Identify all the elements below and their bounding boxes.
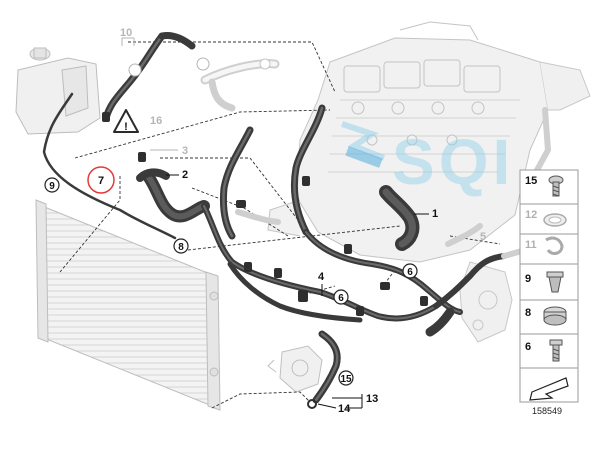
legend-item-15: 15: [525, 175, 537, 187]
callout-3: 3: [182, 145, 188, 157]
callout-9: 9: [49, 181, 55, 192]
hose-clip-icon: [543, 213, 567, 227]
push-clip-icon: [546, 271, 564, 293]
callout-5: 5: [480, 231, 486, 243]
legend-item-6: 6: [525, 341, 531, 353]
clamps: [102, 112, 428, 409]
legend-item-8: 8: [525, 307, 531, 319]
callout-4: 4: [318, 271, 325, 283]
callouts: 10 16 3 2 7 9 8 1 4 5 6 6 15 13 14: [44, 27, 486, 415]
hose-9: [42, 92, 177, 240]
figure-number: 158549: [532, 406, 562, 416]
arrow-direction-icon: [529, 377, 569, 401]
upper-pipe-faded: [200, 59, 280, 112]
warning-triangle-icon: !: [113, 109, 139, 133]
legend-item-12: 12: [525, 209, 537, 221]
legend-item-11: 11: [525, 239, 537, 251]
spring-clip-icon: [545, 236, 564, 255]
callout-1: 1: [432, 208, 438, 220]
svg-text:!: !: [124, 121, 128, 133]
engine-block: [267, 21, 549, 263]
callout-2: 2: [182, 169, 188, 181]
clamp-icon: [543, 306, 567, 326]
callout-7: 7: [98, 175, 104, 187]
hoses: [42, 32, 507, 404]
watermark-text: SQI: [392, 126, 514, 198]
bolt-icon: [548, 175, 564, 197]
radiator: [35, 199, 221, 411]
screw-icon: [549, 339, 563, 362]
callout-15: 15: [340, 374, 352, 385]
callout-14: 14: [338, 403, 351, 415]
callout-6a: 6: [407, 267, 413, 278]
watermark-logo: SQI: [341, 121, 514, 198]
hose-5: [433, 253, 507, 309]
thermostat-housing: [267, 345, 323, 393]
callout-6b: 6: [338, 293, 344, 304]
legend-item-9: 9: [525, 273, 531, 285]
highlight-ring-7: [87, 166, 115, 194]
expansion-tank: [15, 47, 101, 135]
hose-3: [220, 126, 254, 240]
right-bracket: [459, 61, 591, 343]
callout-16: 16: [150, 115, 162, 127]
legend-panel: 15 12 11 9 8 6: [519, 169, 579, 403]
callout-10: 10: [120, 27, 132, 39]
callout-13: 13: [366, 393, 378, 405]
callout-8: 8: [178, 242, 184, 253]
